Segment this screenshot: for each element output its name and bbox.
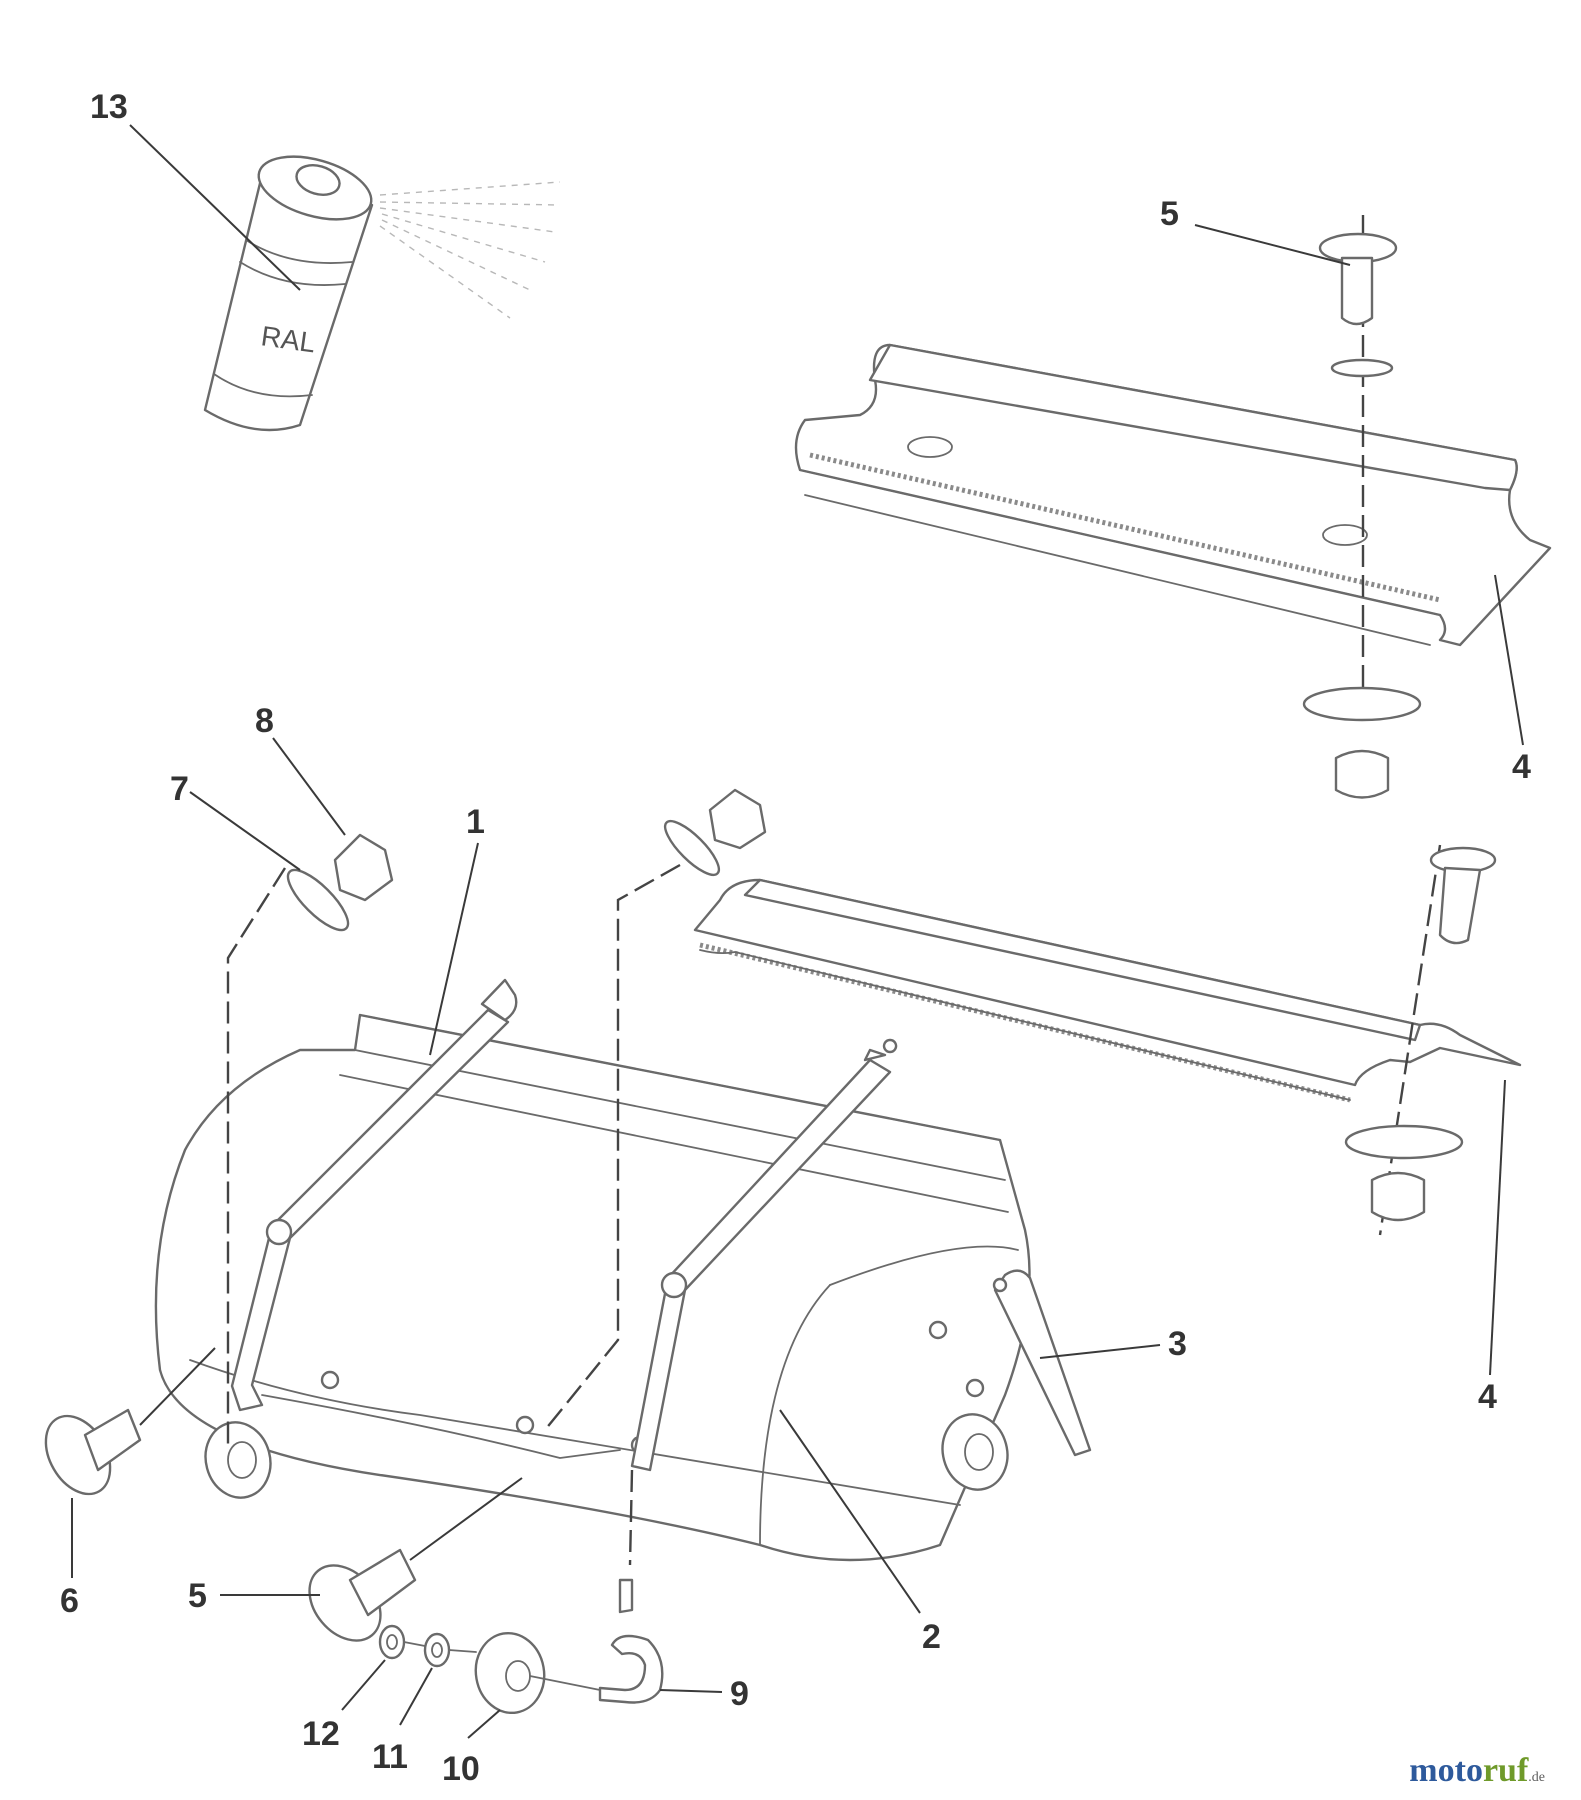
can-label-text: RAL	[259, 320, 317, 358]
frame-handle-part-1	[230, 978, 898, 1472]
washer	[1302, 686, 1422, 722]
callout-5-upper: 5	[1160, 195, 1179, 233]
callout-11: 11	[372, 1738, 408, 1776]
callout-labels: 13 5 4 4 8 7 1 3 2 6 5 9 10 11 12	[60, 88, 1531, 1788]
assembly-axis-middle	[544, 863, 681, 1431]
nut	[1334, 749, 1390, 799]
carriage-bolt-part-5-lower	[308, 1477, 523, 1642]
spray-can-part-13: RAL	[203, 155, 561, 432]
callout-9: 9	[730, 1675, 749, 1713]
brush-strip-upper-part-4	[794, 343, 1552, 647]
wheel-part-10	[474, 1631, 601, 1715]
sweeper-housing-part-2	[154, 1013, 1031, 1562]
plug-part-6	[44, 1347, 216, 1496]
callout-12: 12	[302, 1715, 340, 1753]
axle-part-9	[598, 1469, 664, 1704]
wheel-right	[941, 1413, 1009, 1491]
callout-2: 2	[922, 1618, 941, 1656]
nut-part-8	[333, 833, 394, 902]
fastener-stack-upper	[1302, 215, 1422, 799]
wheel-left	[204, 1421, 272, 1499]
watermark-part1: moto	[1409, 1752, 1483, 1789]
watermark-suffix: .de	[1528, 1770, 1545, 1785]
callout-1: 1	[466, 803, 485, 841]
callout-4-upper: 4	[1512, 748, 1531, 786]
assembly-axis-left	[226, 867, 287, 1448]
brush-strip-lower-part-4	[693, 878, 1522, 1103]
knob-washer-middle	[663, 788, 767, 877]
callout-13: 13	[90, 88, 128, 126]
watermark-part2: ruf	[1482, 1752, 1529, 1789]
watermark-logo: motoruf.de	[1409, 1752, 1545, 1790]
callout-5-lower: 5	[188, 1577, 207, 1615]
callout-10: 10	[442, 1750, 480, 1788]
callout-7: 7	[170, 770, 189, 808]
callout-6: 6	[60, 1582, 79, 1620]
fastener-stack-lower	[1344, 844, 1497, 1236]
washer-part-12	[378, 1624, 426, 1660]
leader-lines	[71, 124, 1524, 1739]
callout-4-lower: 4	[1478, 1378, 1497, 1416]
callout-3: 3	[1168, 1325, 1187, 1363]
knob-washer-part-7	[286, 868, 350, 932]
callout-8: 8	[255, 702, 274, 740]
washer-part-11	[423, 1632, 477, 1668]
side-flap-part-3	[992, 1269, 1092, 1457]
